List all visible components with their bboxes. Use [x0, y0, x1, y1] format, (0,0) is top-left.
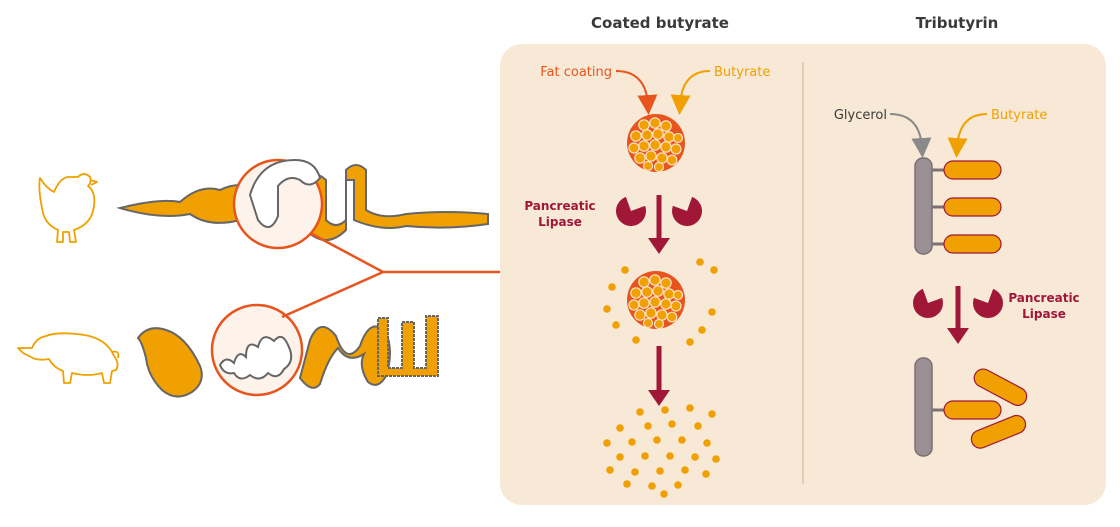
tributyrin-butyrate-arrow	[947, 113, 988, 158]
fat-coating-arrow	[615, 70, 658, 115]
lipase-enzyme-icon	[616, 196, 702, 226]
free-butyrate-dots	[603, 404, 720, 498]
released-butyrate-dots	[603, 258, 718, 346]
coated-lipase-line1: Pancreatic	[524, 199, 595, 213]
fat-coating-label: Fat coating	[540, 65, 612, 80]
pig-icon	[17, 332, 120, 384]
coated-butyrate-label: Butyrate	[714, 65, 770, 80]
coated-granule	[626, 113, 686, 173]
releasing-granule	[626, 270, 686, 330]
tributyrin-butyrate-label: Butyrate	[991, 108, 1047, 123]
arrow-down-icon	[947, 286, 969, 344]
arrow-down-icon	[648, 195, 670, 254]
tributyrin-header: Tributyrin	[916, 14, 999, 32]
pig-gut-icon	[136, 315, 439, 398]
lipase-enzyme-icon	[913, 288, 1003, 318]
hydrolyzed-molecule	[914, 357, 1028, 457]
glycerol-label: Glycerol	[834, 108, 887, 123]
chicken-icon	[38, 173, 98, 243]
arrow-down-icon	[648, 346, 670, 406]
butyrate-arrow	[670, 70, 711, 115]
tributyrin-molecule	[914, 157, 1002, 255]
tributyrin-lipase-line1: Pancreatic	[1008, 291, 1079, 305]
glycerol-arrow	[889, 113, 932, 158]
zoom-connector	[281, 232, 500, 319]
chicken-villi-outline	[248, 158, 322, 228]
coated-lipase-line2: Lipase	[538, 215, 582, 229]
pig-villi-outline	[218, 335, 293, 380]
coated-butyrate-header: Coated butyrate	[591, 14, 729, 32]
tributyrin-lipase-line2: Lipase	[1022, 307, 1066, 321]
